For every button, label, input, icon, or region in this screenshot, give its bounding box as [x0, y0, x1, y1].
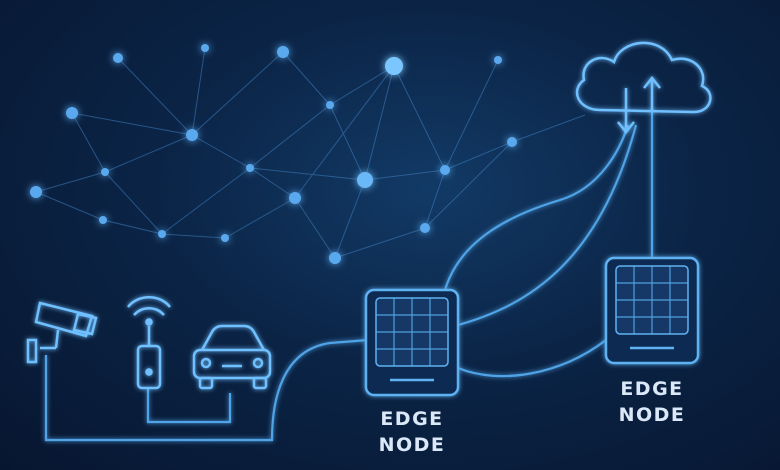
mesh-dot	[221, 234, 229, 242]
mesh-dot	[277, 46, 289, 58]
mesh-dot	[158, 230, 166, 238]
sensor-link-line	[146, 388, 232, 424]
edge-node-2-label: EDGE NODE	[592, 377, 712, 428]
mesh-dot	[101, 168, 109, 176]
mesh-dot	[30, 186, 42, 198]
upload-arrow-icon	[643, 75, 661, 112]
mesh-dot	[201, 44, 209, 52]
mesh-dot	[440, 165, 450, 175]
network-dots	[30, 44, 517, 264]
mesh-dot	[507, 137, 517, 147]
mesh-dot	[420, 223, 430, 233]
car-icon	[192, 324, 272, 390]
device-bus-line	[44, 338, 369, 442]
mesh-dot	[246, 164, 254, 172]
edge-node-1-label: EDGE NODE	[352, 407, 472, 458]
mesh-dot	[289, 192, 301, 204]
cloud-icon	[575, 41, 712, 114]
node1-to-cloud-line-2	[457, 124, 638, 327]
edge-node-2-label-line2: NODE	[618, 403, 686, 426]
edge-node-2-label-line1: EDGE	[620, 378, 684, 400]
mesh-dot	[99, 216, 107, 224]
security-camera-icon	[26, 301, 98, 364]
edge-node-1-label-line1: EDGE	[380, 408, 444, 430]
mesh-dot	[186, 129, 198, 141]
edge-node-1-label-line2: NODE	[378, 433, 446, 456]
mesh-dot	[494, 56, 502, 64]
wireless-sensor-icon	[127, 296, 171, 390]
edge-node-2	[604, 256, 700, 365]
mesh-dot	[385, 57, 403, 75]
mesh-dot	[66, 107, 78, 119]
mesh-dot	[329, 252, 341, 264]
network-mesh	[35, 47, 586, 259]
mesh-dot	[357, 172, 373, 188]
mesh-dot	[326, 101, 334, 109]
edge-node-1	[364, 288, 460, 397]
node1-to-cloud-line	[443, 124, 630, 291]
connection-lines	[44, 110, 654, 442]
node1-to-node2-line	[457, 339, 607, 378]
download-arrow-icon	[617, 88, 635, 135]
mesh-dot	[113, 53, 123, 63]
